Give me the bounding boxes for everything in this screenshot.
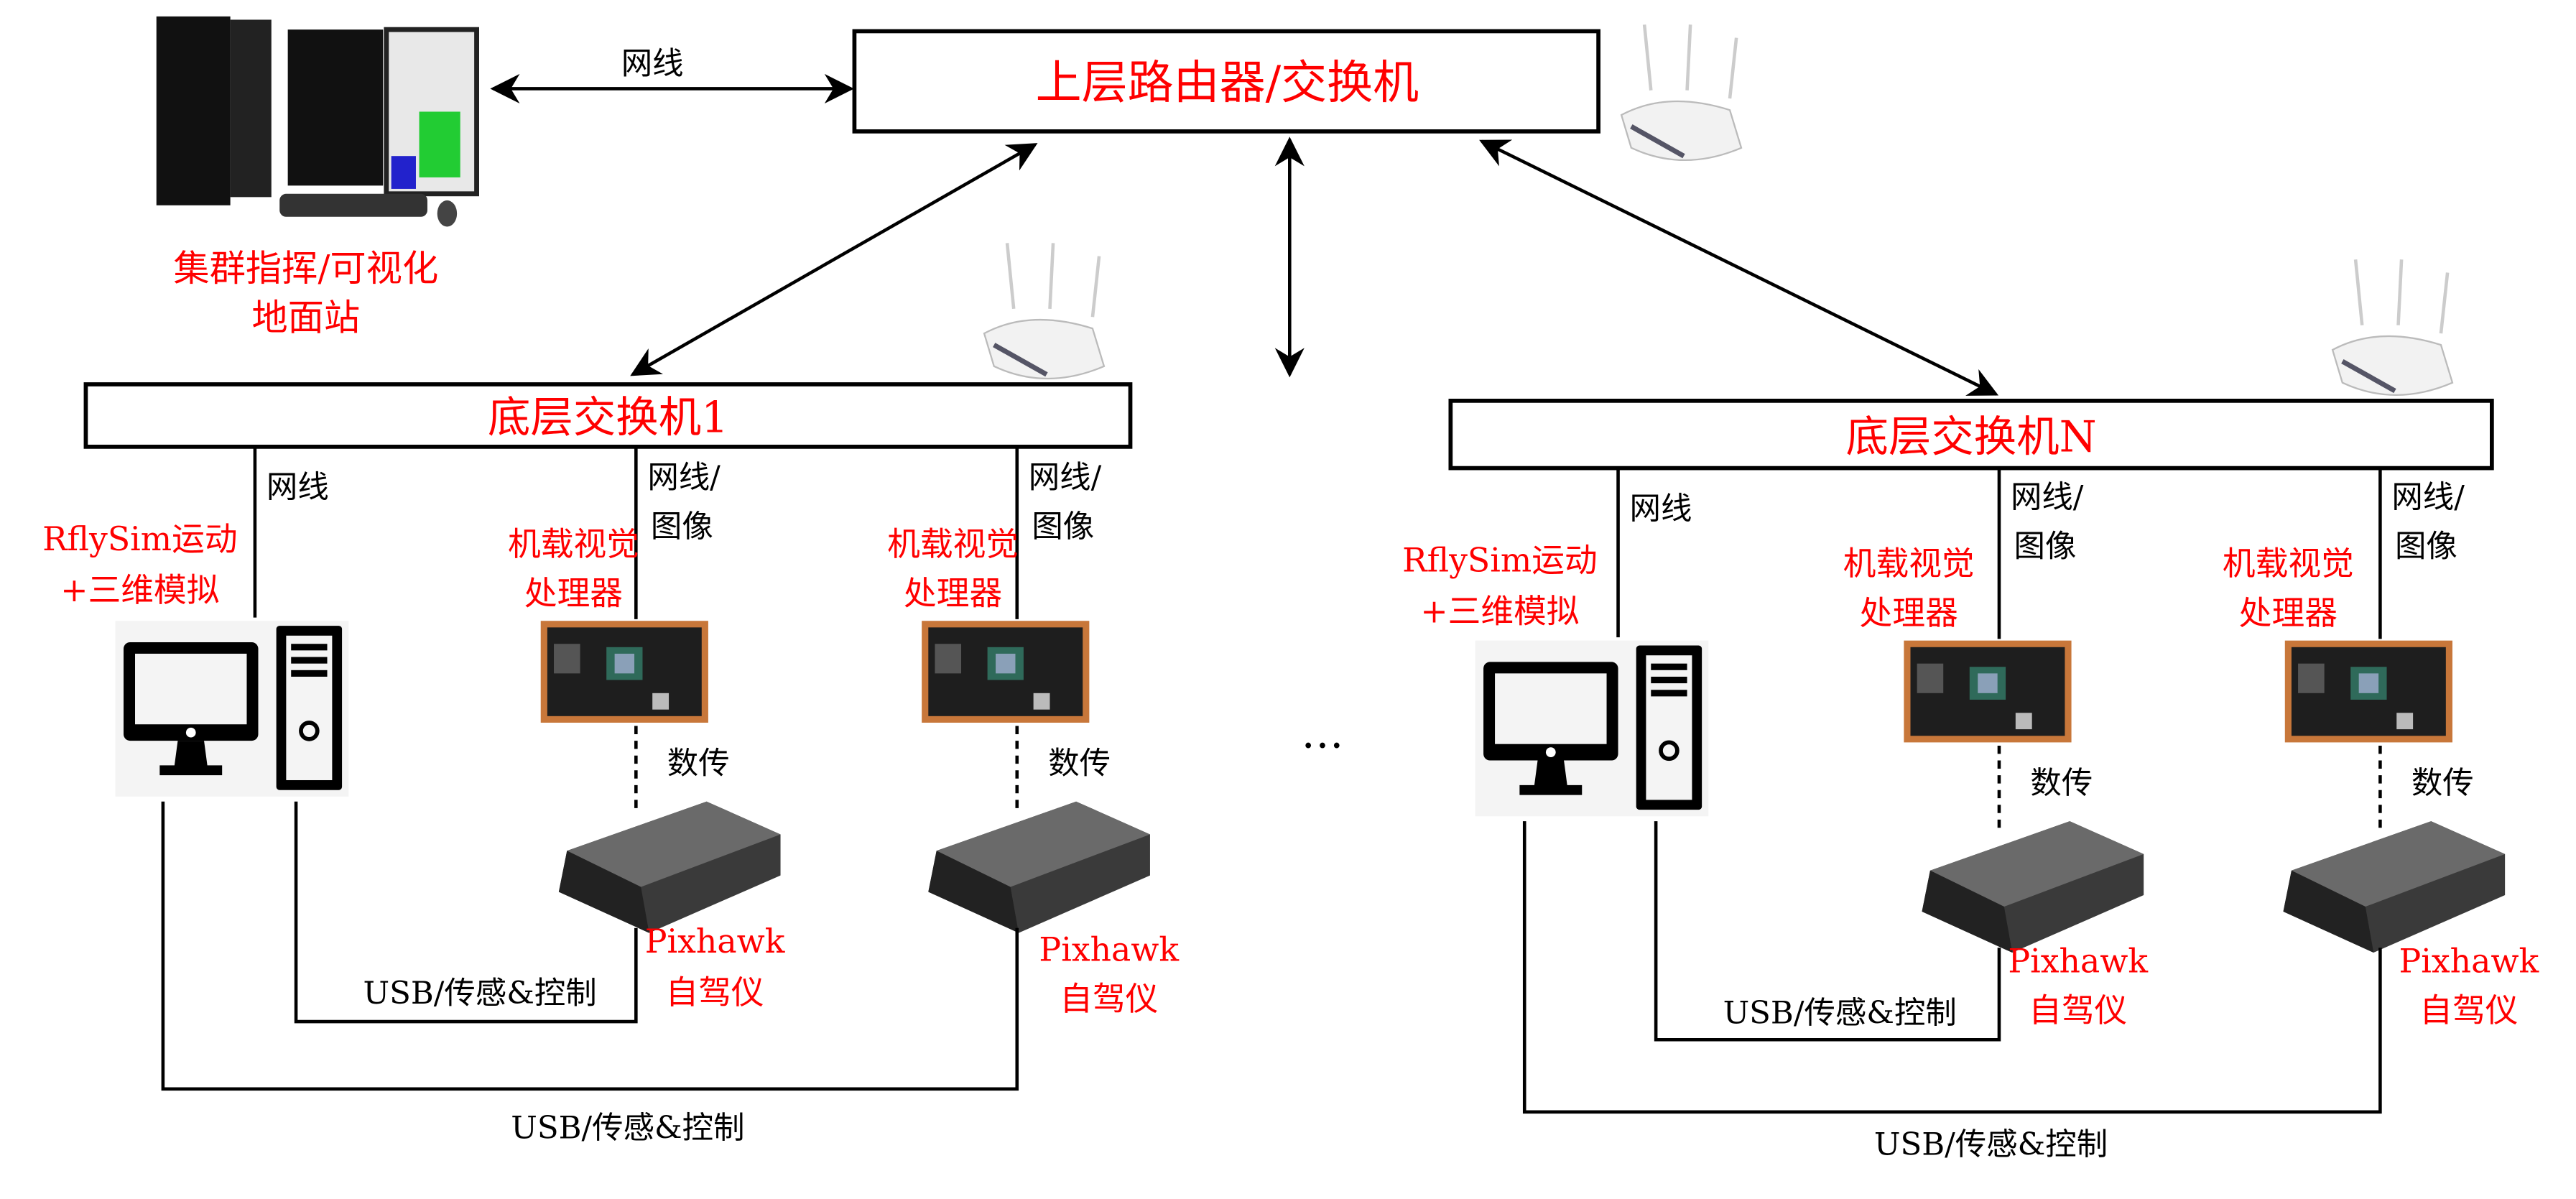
link-label: 图像 — [2014, 529, 2077, 565]
pixhawk-label: 自驾仪 — [1060, 980, 1158, 1018]
usb-line-outer — [1522, 821, 2382, 1114]
router-icon — [1621, 24, 1741, 160]
processor-label: 机载视觉 — [1843, 545, 1975, 583]
ground-station-label-2: 地面站 — [251, 297, 360, 339]
bottom-switch-box — [1448, 398, 2494, 471]
uplink-arrow-1 — [630, 143, 1038, 376]
pixhawk-label: Pixhawk — [2008, 942, 2149, 980]
router-icon — [984, 243, 1104, 379]
pixhawk-label: Pixhawk — [645, 922, 786, 960]
processor-label: 机载视觉 — [2223, 545, 2354, 583]
telemetry-label: 数传 — [2030, 765, 2093, 801]
ground-station-label-1: 集群指挥/可视化 — [173, 247, 438, 290]
link-label: 图像 — [651, 509, 713, 545]
server-workstation-icon — [156, 16, 479, 227]
pixhawk-label: 自驾仪 — [666, 973, 764, 1011]
bottom-switch-label: 底层交换机N — [1846, 413, 2097, 463]
vision-board-icon — [1904, 640, 2072, 743]
uplink-arrow-n — [1479, 139, 1999, 396]
bottom-switch-box — [83, 382, 1133, 449]
processor-label: 机载视觉 — [508, 525, 639, 563]
vision-board-icon — [540, 621, 708, 723]
telemetry-label: 数传 — [1048, 746, 1111, 782]
top-switch-box — [852, 29, 1600, 134]
switch-group-n: 底层交换机N 网线 RflySim运动 +三维模拟 网线/ 图像 机载视觉 处理… — [1402, 398, 2539, 1162]
telemetry-label: 数传 — [2411, 765, 2474, 801]
bottom-switch-label: 底层交换机1 — [488, 393, 728, 443]
link-label: 图像 — [1032, 509, 1094, 545]
usb-label: USB/传感&控制 — [1874, 1126, 2108, 1162]
link-label: 网线/ — [647, 460, 721, 496]
link-label: 网线 — [267, 470, 329, 506]
processor-label: 处理器 — [1860, 594, 1958, 632]
usb-line-inner — [294, 801, 638, 1024]
processor-label: 机载视觉 — [887, 525, 1019, 563]
pixhawk-icon — [1922, 821, 2144, 953]
vision-board-icon — [922, 621, 1090, 723]
sim-label-1: RflySim运动 — [42, 520, 237, 558]
pixhawk-label: 自驾仪 — [2419, 991, 2518, 1029]
pixhawk-label: Pixhawk — [1039, 930, 1180, 968]
pixhawk-icon — [2283, 821, 2506, 953]
pixhawk-label: 自驾仪 — [2029, 991, 2127, 1029]
link-label: 网线/ — [2391, 479, 2465, 515]
ellipsis: … — [1301, 708, 1343, 758]
link-label: 网线/ — [2011, 479, 2084, 515]
computer-icon — [1475, 641, 1709, 817]
pixhawk-icon — [928, 801, 1150, 933]
usb-line-outer — [161, 801, 1019, 1091]
router-icon — [2332, 259, 2452, 395]
vision-board-icon — [2284, 640, 2452, 743]
switch-group-1: 底层交换机1 网线 RflySim运动 +三维模拟 网线/ 图像 机载视觉 处理… — [42, 382, 1180, 1146]
sim-label-1: RflySim运动 — [1402, 542, 1597, 580]
usb-label: USB/传感&控制 — [363, 976, 597, 1011]
processor-label: 处理器 — [904, 574, 1002, 612]
link-label: 网线 — [1630, 491, 1692, 527]
top-link-label: 网线 — [621, 46, 684, 82]
processor-label: 处理器 — [2239, 594, 2338, 632]
pixhawk-icon — [558, 801, 781, 933]
link-label: 网线/ — [1029, 460, 1102, 496]
ground-station: 集群指挥/可视化 地面站 — [156, 16, 479, 339]
computer-icon — [116, 621, 349, 797]
pixhawk-label: Pixhawk — [2399, 942, 2539, 980]
sim-label-2: +三维模拟 — [60, 571, 219, 609]
top-switch-label: 上层路由器/交换机 — [1036, 57, 1419, 110]
usb-label: USB/传感&控制 — [511, 1110, 744, 1146]
sim-label-2: +三维模拟 — [1420, 593, 1579, 631]
processor-label: 处理器 — [524, 574, 623, 612]
usb-label: USB/传感&控制 — [1723, 995, 1957, 1031]
usb-line-inner — [1654, 821, 2001, 1042]
telemetry-label: 数传 — [667, 746, 730, 782]
link-label: 图像 — [2395, 529, 2457, 565]
